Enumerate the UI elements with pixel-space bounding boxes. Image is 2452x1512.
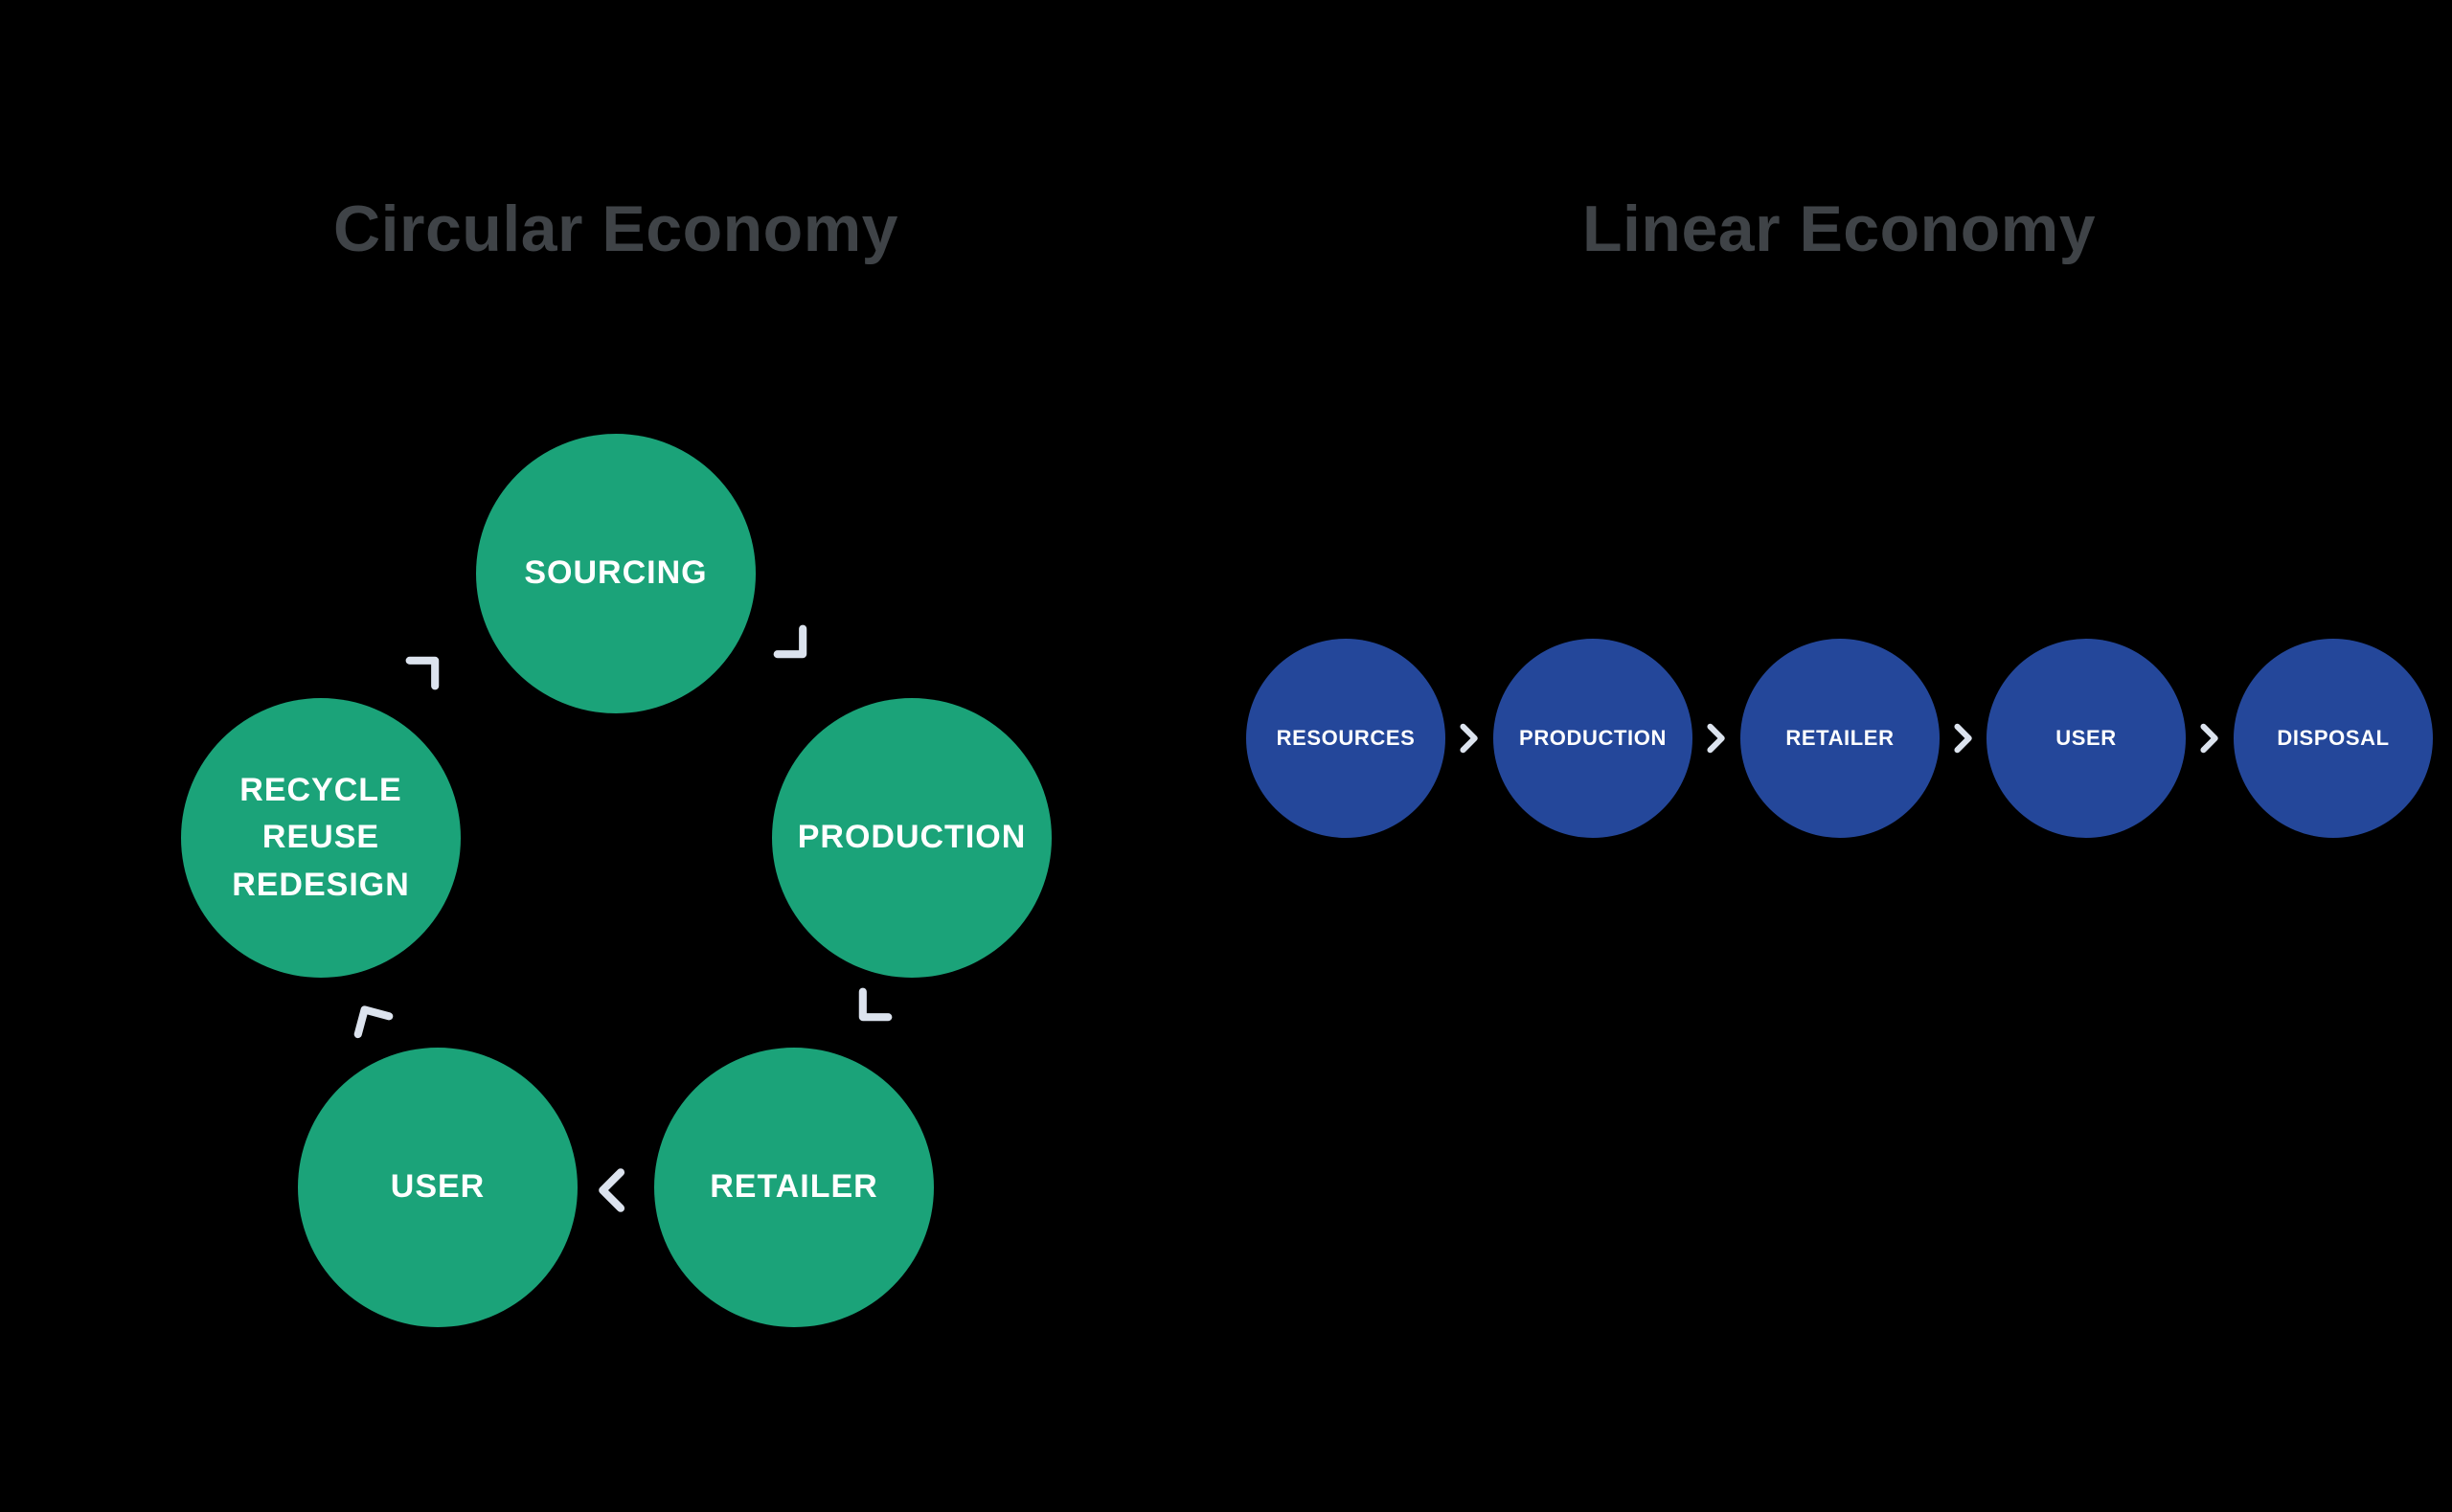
linear-node-resources: RESOURCES [1246,639,1445,838]
chevron-up-left-icon [339,989,398,1046]
linear-node-user-label: USER [2055,726,2117,750]
chevron-down-left-icon [839,982,898,1041]
circular-node-sourcing-label: SOURCING [524,554,708,592]
linear-node-retailer-label: RETAILER [1785,726,1895,750]
chevron-right-icon [1951,723,1976,754]
circular-node-retailer-label: RETAILER [710,1168,878,1206]
linear-node-disposal: DISPOSAL [2234,639,2433,838]
circular-node-production-label: PRODUCTION [797,819,1027,856]
chevron-right-icon [2197,723,2222,754]
circular-node-recycle-label: RECYCLE REUSE REDESIGN [232,772,410,903]
chevron-left-icon [592,1167,630,1213]
linear-node-retailer: RETAILER [1740,639,1940,838]
circular-node-user: USER [298,1048,578,1327]
chevron-right-icon [1704,723,1729,754]
chevron-down-right-icon [767,619,827,678]
linear-node-production: PRODUCTION [1493,639,1692,838]
linear-economy-title: Linear Economy [1581,192,2097,265]
circular-node-production: PRODUCTION [772,698,1052,978]
linear-node-resources-label: RESOURCES [1276,726,1416,750]
linear-node-user: USER [1987,639,2186,838]
circular-economy-title: Circular Economy [333,192,898,265]
linear-node-production-label: PRODUCTION [1519,726,1667,750]
circular-node-sourcing: SOURCING [476,434,756,713]
linear-node-disposal-label: DISPOSAL [2277,726,2390,750]
chevron-right-icon [1457,723,1482,754]
circular-node-user-label: USER [390,1168,486,1206]
circular-node-retailer: RETAILER [654,1048,934,1327]
circular-node-recycle-reuse-redesign: RECYCLE REUSE REDESIGN [181,698,461,978]
chevron-up-right-icon [399,637,459,696]
